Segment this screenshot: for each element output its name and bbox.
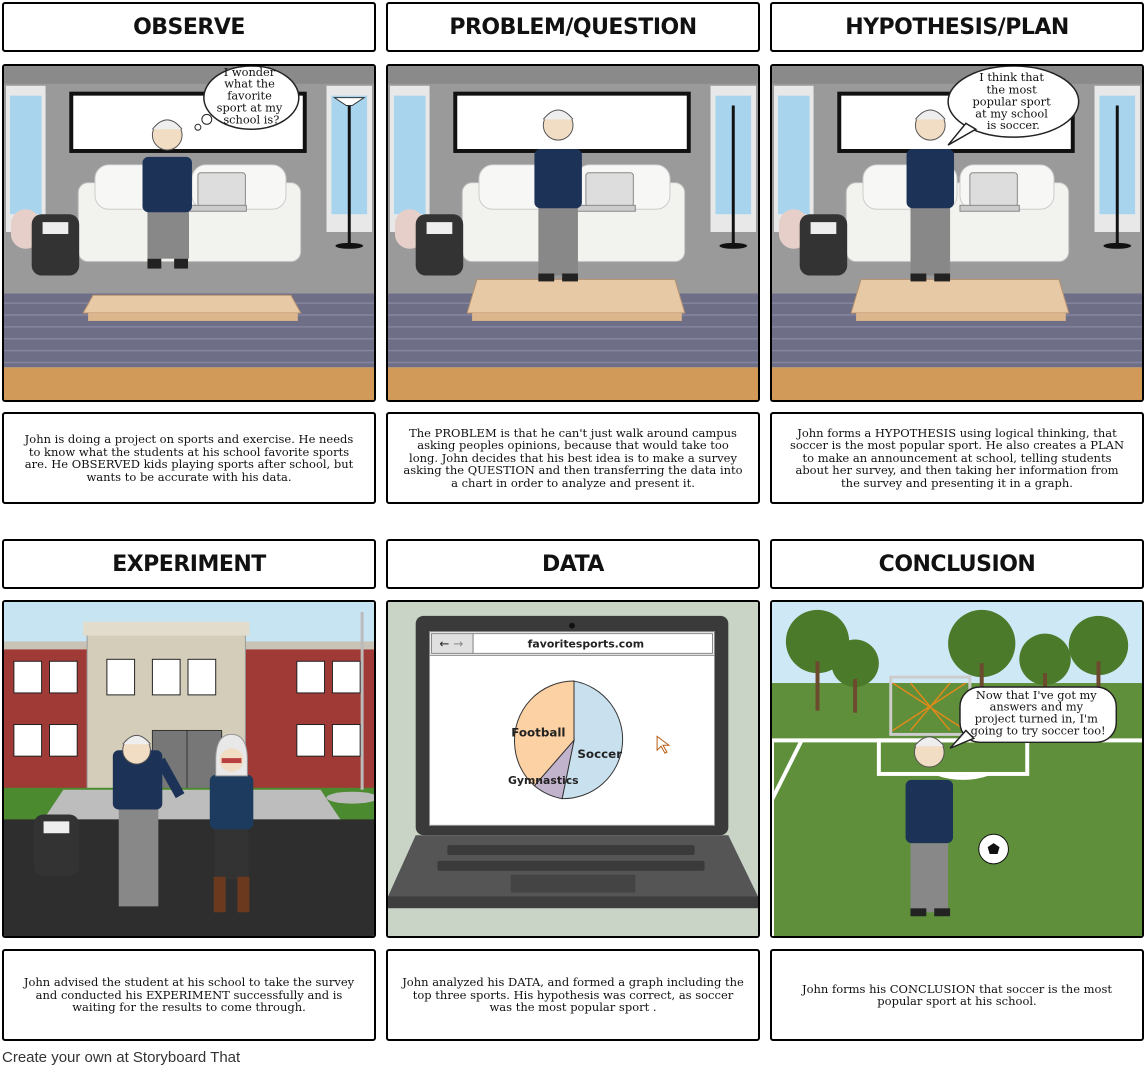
- panel-caption-problem-question: The PROBLEM is that he can't just walk a…: [386, 412, 760, 504]
- speech-line: popular sport: [973, 95, 1052, 109]
- panel-title-observe: OBSERVE: [2, 2, 376, 52]
- speech-line: I wonder: [224, 66, 276, 79]
- speech-line: favorite: [227, 89, 272, 103]
- pie-label-football: Football: [511, 725, 565, 739]
- scene-conclusion: Now that I've got my answers and my proj…: [770, 600, 1144, 938]
- speech-line: school is?: [223, 112, 279, 126]
- panel-caption-observe: John is doing a project on sports and ex…: [2, 412, 376, 504]
- speech-line: answers and my: [990, 700, 1084, 714]
- svg-text:Now that I've got my ans: Now that I've got my answers and my proj…: [971, 688, 1106, 738]
- footer-credit[interactable]: Create your own at Storyboard That: [2, 1049, 241, 1066]
- scene-hypothesis-plan: I think that the most popular sport at m…: [770, 64, 1144, 402]
- scene-experiment: [2, 600, 376, 938]
- pie-label-gymnastics: Gymnastics: [508, 774, 579, 787]
- svg-text:I wonder what the: I wonder what the favorite sport at my s…: [217, 66, 286, 126]
- scene-problem-question: [386, 64, 760, 402]
- speech-line: at my school: [975, 106, 1048, 120]
- panel-title-data: DATA: [386, 539, 760, 589]
- url-text: favoritesports.com: [528, 637, 644, 650]
- back-arrow-icon[interactable]: ←: [439, 636, 449, 650]
- cursor-icon: [656, 735, 671, 754]
- pie-label-soccer: Soccer: [577, 747, 622, 761]
- scene-data: ← → favoritesports.com Football Soccer G…: [386, 600, 760, 938]
- speech-line: project turned in, I'm: [975, 712, 1098, 726]
- panel-caption-experiment: John advised the student at his school t…: [2, 949, 376, 1041]
- scene-observe: I wonder what the favorite sport at my s…: [2, 64, 376, 402]
- speech-line: the most: [986, 83, 1037, 97]
- panel-caption-conclusion: John forms his CONCLUSION that soccer is…: [770, 949, 1144, 1041]
- speech-line: sport at my: [217, 100, 283, 114]
- panel-caption-hypothesis-plan: John forms a HYPOTHESIS using logical th…: [770, 412, 1144, 504]
- speech-line: what the: [224, 77, 275, 91]
- forward-arrow-icon[interactable]: →: [453, 636, 463, 650]
- panel-caption-data: John analyzed his DATA, and formed a gra…: [386, 949, 760, 1041]
- speech-line: going to try soccer too!: [971, 723, 1106, 737]
- speech-line: is soccer.: [987, 118, 1040, 132]
- panel-title-conclusion: CONCLUSION: [770, 539, 1144, 589]
- speech-line: I think that: [979, 70, 1044, 84]
- panel-title-experiment: EXPERIMENT: [2, 539, 376, 589]
- panel-title-hypothesis-plan: HYPOTHESIS/PLAN: [770, 2, 1144, 52]
- speech-line: Now that I've got my: [976, 688, 1097, 702]
- panel-title-problem-question: PROBLEM/QUESTION: [386, 2, 760, 52]
- svg-text:I think that the most: I think that the most popular sport at m…: [973, 70, 1055, 132]
